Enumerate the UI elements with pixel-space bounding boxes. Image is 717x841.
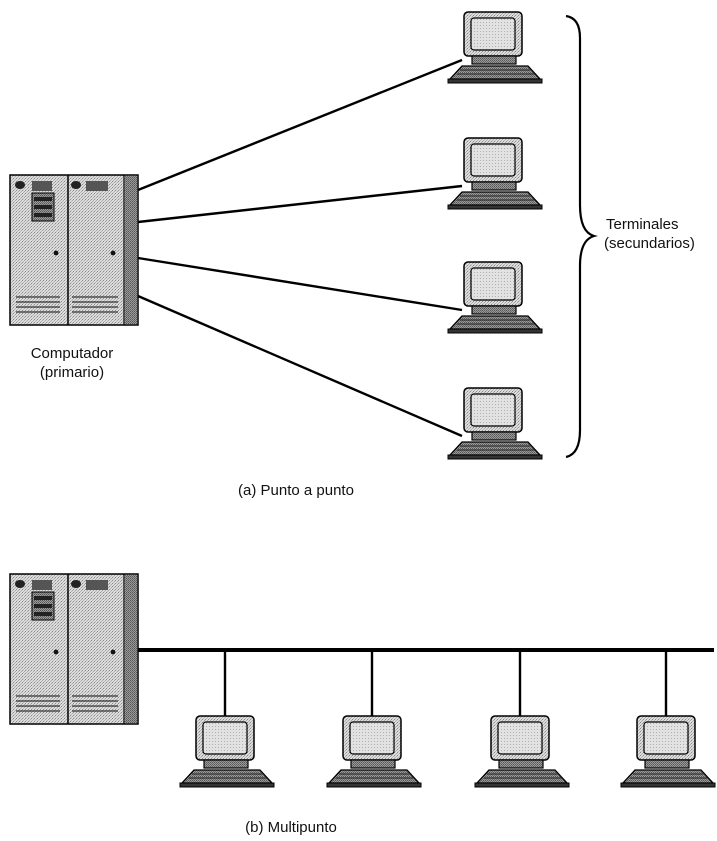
point-to-point-link-1 xyxy=(137,58,463,192)
mainframe-cabinet-icon xyxy=(9,174,139,326)
terminals-brace xyxy=(565,14,598,459)
computer-terminal-icon xyxy=(447,261,543,334)
point-to-point-link-3 xyxy=(137,256,463,312)
terminals-label-line2: (secundarios) xyxy=(604,235,695,252)
terminals-label-line1: Terminales xyxy=(606,216,679,233)
point-to-point-section: Computador (primario) Terminales (secund… xyxy=(9,11,695,499)
computer-terminal-icon xyxy=(179,715,275,788)
point-to-point-caption: (a) Punto a punto xyxy=(238,482,354,499)
computer-terminal-icon xyxy=(326,715,422,788)
computer-terminal-icon xyxy=(620,715,716,788)
point-to-point-link-2 xyxy=(137,184,463,224)
point-to-point-link-4 xyxy=(137,294,463,438)
computer-terminal-icon xyxy=(447,387,543,460)
primary-label-line1: Computador xyxy=(31,345,114,362)
computer-terminal-icon xyxy=(447,11,543,84)
multipoint-caption: (b) Multipunto xyxy=(245,819,337,836)
computer-terminal-icon xyxy=(474,715,570,788)
primary-label-line2: (primario) xyxy=(40,364,104,381)
computer-terminal-icon xyxy=(447,137,543,210)
multipoint-section: (b) Multipunto xyxy=(9,573,716,836)
mainframe-cabinet-icon xyxy=(9,573,139,725)
